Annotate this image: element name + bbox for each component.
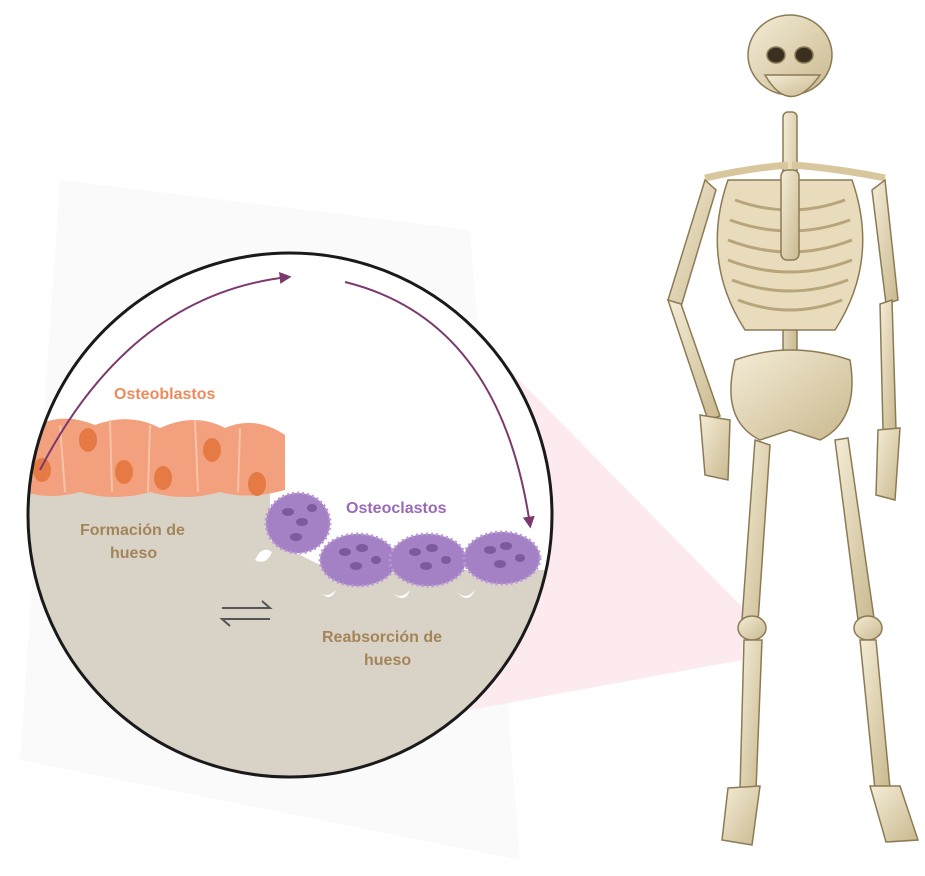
bone-formation-label-line2: hueso xyxy=(110,545,157,562)
human-skeleton xyxy=(668,15,918,845)
osteoblast-cells xyxy=(25,419,285,497)
bone-resorption-label-line2: hueso xyxy=(364,652,411,669)
bone-resorption-label-line1: Reabsorción de xyxy=(322,629,442,646)
osteoclasts-label: Osteoclastos xyxy=(346,500,447,517)
osteoblasts-label: Osteoblastos xyxy=(114,386,215,403)
bone-formation-label-line1: Formación de xyxy=(80,522,185,539)
